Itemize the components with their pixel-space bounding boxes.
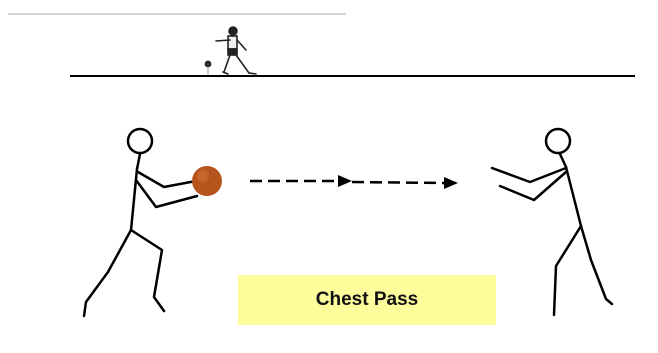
basketball-shade [197,170,209,182]
stick-figure-receiver-icon [490,127,614,317]
player-dribbling-icon [204,26,257,75]
stick-figure-passer-icon [82,127,199,318]
dashed-arrow-icon [250,175,458,189]
caption-label-box: Chest Pass [238,275,496,325]
caption-label: Chest Pass [315,289,419,310]
basketball-icon [192,166,222,196]
